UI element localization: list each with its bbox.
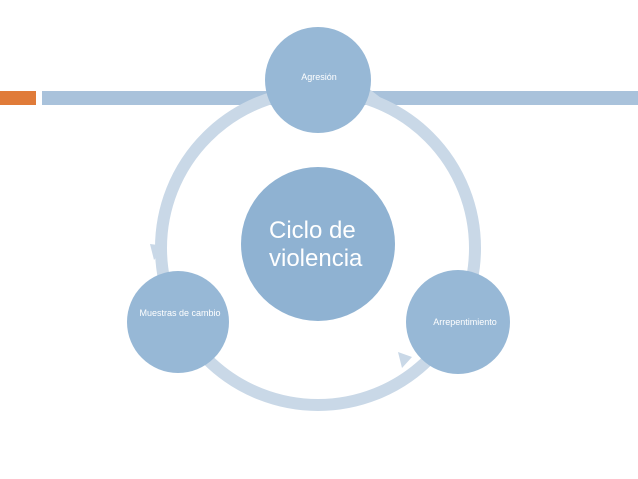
node-label-arrepentimiento: Arrepentimiento [433, 316, 497, 327]
node-circle-muestras [127, 271, 229, 373]
node-circle-agresion [265, 27, 371, 133]
node-label-agresion: Agresión [301, 72, 337, 82]
node-label-muestras: Muestras de cambio [139, 308, 221, 318]
accent-orange-bar [0, 91, 36, 105]
arrowhead-bottom-right [398, 352, 412, 368]
arrowhead-left [150, 244, 166, 260]
center-circle [241, 167, 395, 321]
center-label: Ciclo de violencia [269, 217, 363, 272]
arrowhead-right-top [366, 88, 381, 104]
node-circle-arrepentimiento [406, 270, 510, 374]
